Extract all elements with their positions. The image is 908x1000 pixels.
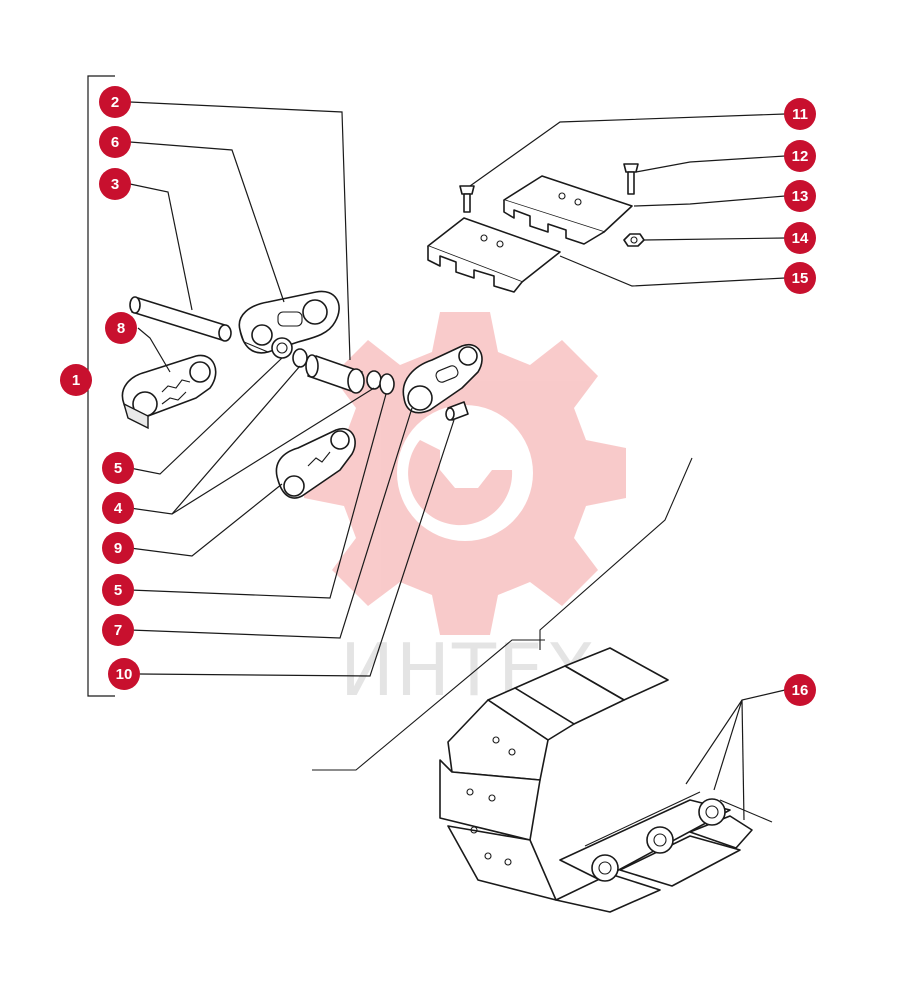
track-shoe-15 [427, 217, 561, 293]
retaining-pin [445, 401, 469, 421]
svg-text:5: 5 [114, 460, 122, 477]
callout-9: 9 [102, 532, 134, 564]
svg-text:10: 10 [116, 666, 133, 683]
svg-text:16: 16 [792, 682, 809, 699]
svg-text:3: 3 [111, 176, 119, 193]
callout-7: 7 [102, 614, 134, 646]
seal-ring-4 [292, 348, 382, 390]
bolt-11 [459, 185, 475, 213]
track-assembly [312, 457, 773, 913]
watermark-gear-hole [397, 405, 533, 541]
watermark-wrench-shape [408, 440, 513, 526]
callout-3: 3 [99, 168, 131, 200]
svg-text:9: 9 [114, 540, 122, 557]
svg-text:7: 7 [114, 622, 122, 639]
callout-12: 12 [784, 140, 816, 172]
callout-16: 16 [784, 674, 816, 706]
callout-15: 15 [784, 262, 816, 294]
svg-text:2: 2 [111, 94, 119, 111]
callout-14: 14 [784, 222, 816, 254]
svg-text:14: 14 [792, 230, 809, 247]
callout-6: 6 [99, 126, 131, 158]
track-link-right [402, 343, 483, 414]
track-shoe-13 [503, 175, 633, 245]
svg-text:8: 8 [117, 320, 125, 337]
svg-text:6: 6 [111, 134, 119, 151]
svg-text:4: 4 [114, 500, 123, 517]
svg-text:5: 5 [114, 582, 122, 599]
callout-4: 4 [102, 492, 134, 524]
callout-5-upper: 5 [102, 452, 134, 484]
track-bushing [305, 354, 365, 394]
leader-lines [129, 101, 786, 821]
callout-13: 13 [784, 180, 816, 212]
track-link-lower [275, 427, 356, 499]
seal-ring-5-left [271, 337, 293, 359]
callout-2: 2 [99, 86, 131, 118]
svg-text:15: 15 [792, 270, 809, 287]
callout-1: 1 [60, 364, 92, 396]
callout-11: 11 [784, 98, 816, 130]
svg-text:13: 13 [792, 188, 809, 205]
callout-8: 8 [105, 312, 137, 344]
bolt-12 [623, 163, 639, 195]
track-pin [129, 296, 232, 342]
track-link-upper [238, 290, 340, 354]
callout-5-lower: 5 [102, 574, 134, 606]
svg-text:12: 12 [792, 148, 809, 165]
nut-14 [623, 233, 645, 247]
seal-ring-5-right [379, 373, 395, 395]
svg-text:1: 1 [72, 372, 80, 389]
svg-text:11: 11 [792, 106, 808, 123]
callout-10: 10 [108, 658, 140, 690]
track-link-left [121, 354, 217, 430]
